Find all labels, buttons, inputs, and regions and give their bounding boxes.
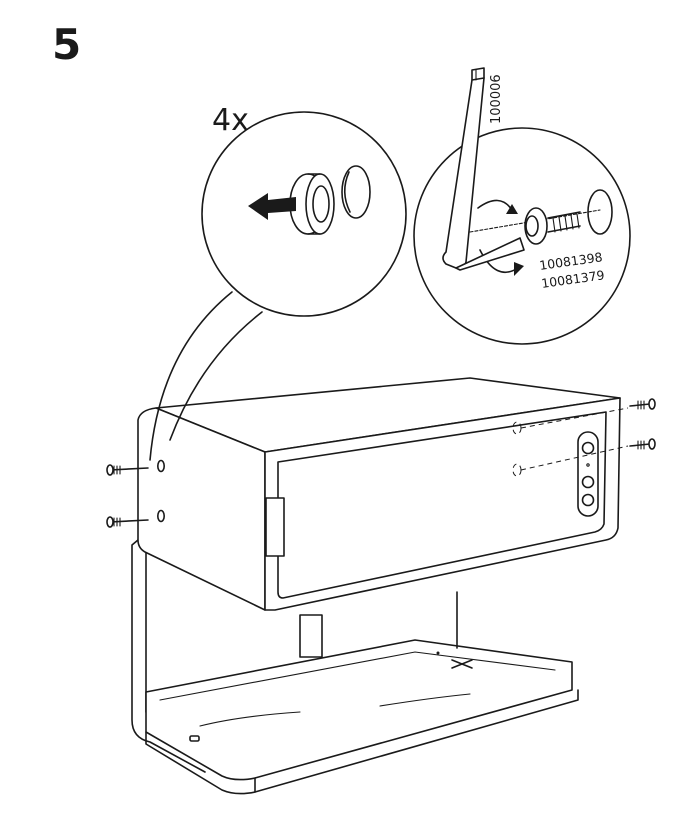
hex-key (442, 67, 525, 271)
wireless-charging-mark (436, 651, 473, 669)
screw (106, 516, 149, 528)
pull-arrow (248, 193, 296, 220)
grille-tab (265, 497, 285, 557)
callout-insert-screw (413, 127, 631, 345)
hex-key-part-number: 100006 (489, 74, 504, 124)
screw (629, 398, 656, 410)
support-column (299, 614, 323, 658)
stand (131, 539, 579, 795)
threaded-screw (524, 207, 581, 245)
usb-port (189, 735, 200, 742)
quantity-label: 4x (212, 103, 249, 138)
screw (106, 464, 149, 476)
side-hole (157, 509, 166, 523)
callout-remove-caps: 4x (149, 103, 407, 461)
side-hole (157, 459, 166, 473)
screw (629, 438, 656, 450)
step-number: 5 (52, 20, 82, 69)
speaker-box (137, 377, 629, 611)
control-panel (577, 431, 599, 517)
